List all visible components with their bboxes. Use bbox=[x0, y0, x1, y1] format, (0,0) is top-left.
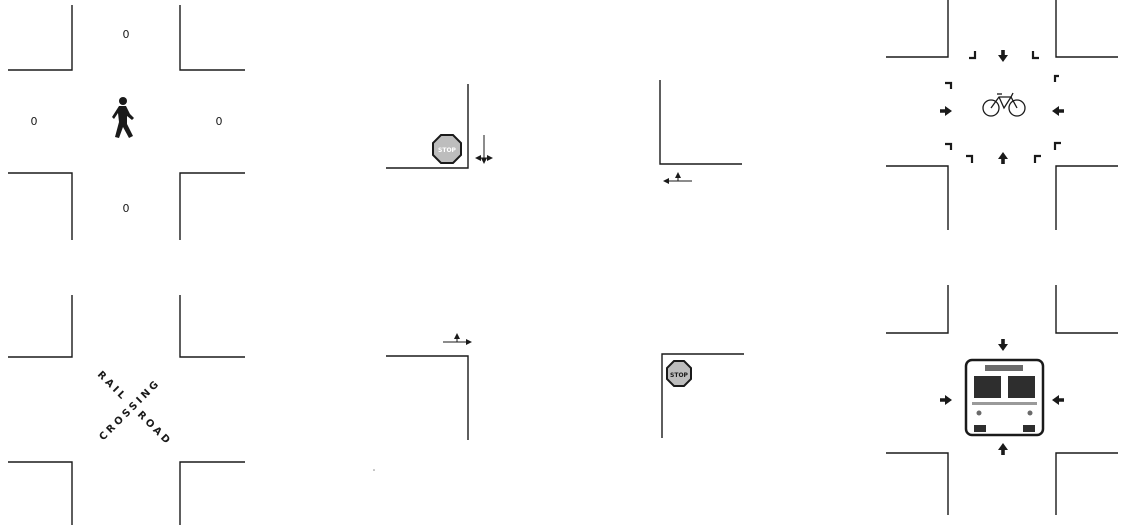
pedestrian-intersection-panel: 0 0 0 0 bbox=[8, 5, 245, 240]
turn-arrow-icon bbox=[476, 135, 492, 163]
curb-corner bbox=[386, 356, 468, 440]
crossbuck-road: ROAD bbox=[135, 409, 174, 448]
stop-sign-icon: STOP bbox=[667, 361, 691, 386]
stop-sign-label: STOP bbox=[438, 147, 457, 154]
stop-sign-label: STOP bbox=[670, 372, 689, 379]
westbound-corner-panel bbox=[660, 80, 742, 181]
railroad-crossbuck: RAIL ROAD CROSSING bbox=[95, 369, 174, 448]
turn-arrow-icon bbox=[664, 173, 692, 181]
turn-arrow-icon bbox=[443, 334, 471, 342]
crossbuck-rail: RAIL bbox=[95, 369, 129, 403]
bus-intersection-panel bbox=[886, 285, 1118, 515]
bus-icon bbox=[966, 360, 1043, 435]
stop-sign-corner-panel-lower: STOP bbox=[662, 354, 744, 438]
count-east: 0 bbox=[216, 115, 223, 128]
curb-corners bbox=[886, 0, 1118, 230]
turn-arrows bbox=[940, 50, 1064, 164]
stray-dot bbox=[373, 469, 375, 471]
curb-corner bbox=[660, 80, 742, 164]
eastbound-corner-panel bbox=[386, 334, 471, 440]
bicycle-icon bbox=[983, 93, 1025, 116]
railroad-crossing-panel: RAIL ROAD CROSSING bbox=[8, 295, 245, 525]
bicycle-intersection-panel bbox=[886, 0, 1118, 230]
stop-sign-corner-panel: STOP bbox=[386, 84, 492, 168]
count-south: 0 bbox=[123, 202, 130, 215]
stop-sign-icon: STOP bbox=[433, 135, 461, 163]
count-north: 0 bbox=[123, 28, 130, 41]
pedestrian-icon bbox=[112, 97, 134, 138]
count-west: 0 bbox=[31, 115, 38, 128]
